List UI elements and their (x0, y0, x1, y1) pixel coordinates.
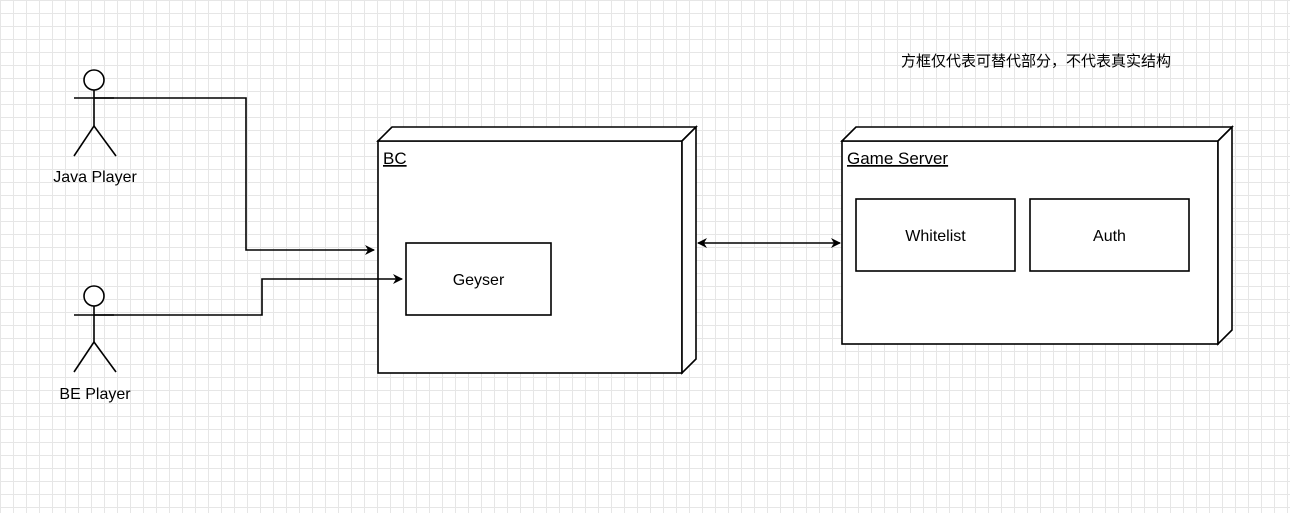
auth-component[interactable] (1029, 198, 1190, 272)
bc-node-side (681, 125, 697, 375)
game-server-node-title: Game Server (847, 149, 948, 168)
be-player-label: BE Player (59, 386, 131, 403)
bc-node-top (376, 126, 698, 142)
geyser-label: Geyser (453, 272, 505, 289)
actor-head (83, 285, 105, 307)
actor-head (83, 69, 105, 91)
whitelist-component[interactable] (855, 198, 1016, 272)
actor-right-leg (93, 125, 117, 157)
actor-right-leg (93, 341, 117, 373)
game-server-node-top (840, 126, 1234, 142)
whitelist-label: Whitelist (905, 228, 966, 245)
auth-label: Auth (1093, 228, 1126, 245)
bc-node-title: BC (383, 149, 407, 168)
actor-left-leg (73, 125, 95, 157)
be-player-actor[interactable] (73, 285, 117, 373)
actor-left-leg (73, 341, 95, 373)
java-player-actor[interactable] (73, 69, 117, 157)
note-text: 方框仅代表可替代部分，不代表真实结构 (901, 52, 1171, 70)
be-to-geyser-connector[interactable] (94, 274, 403, 316)
java-player-label: Java Player (53, 169, 137, 186)
java-to-bc-connector[interactable] (94, 97, 375, 255)
geyser-component[interactable] (405, 242, 552, 316)
game-server-node-side (1217, 125, 1233, 346)
